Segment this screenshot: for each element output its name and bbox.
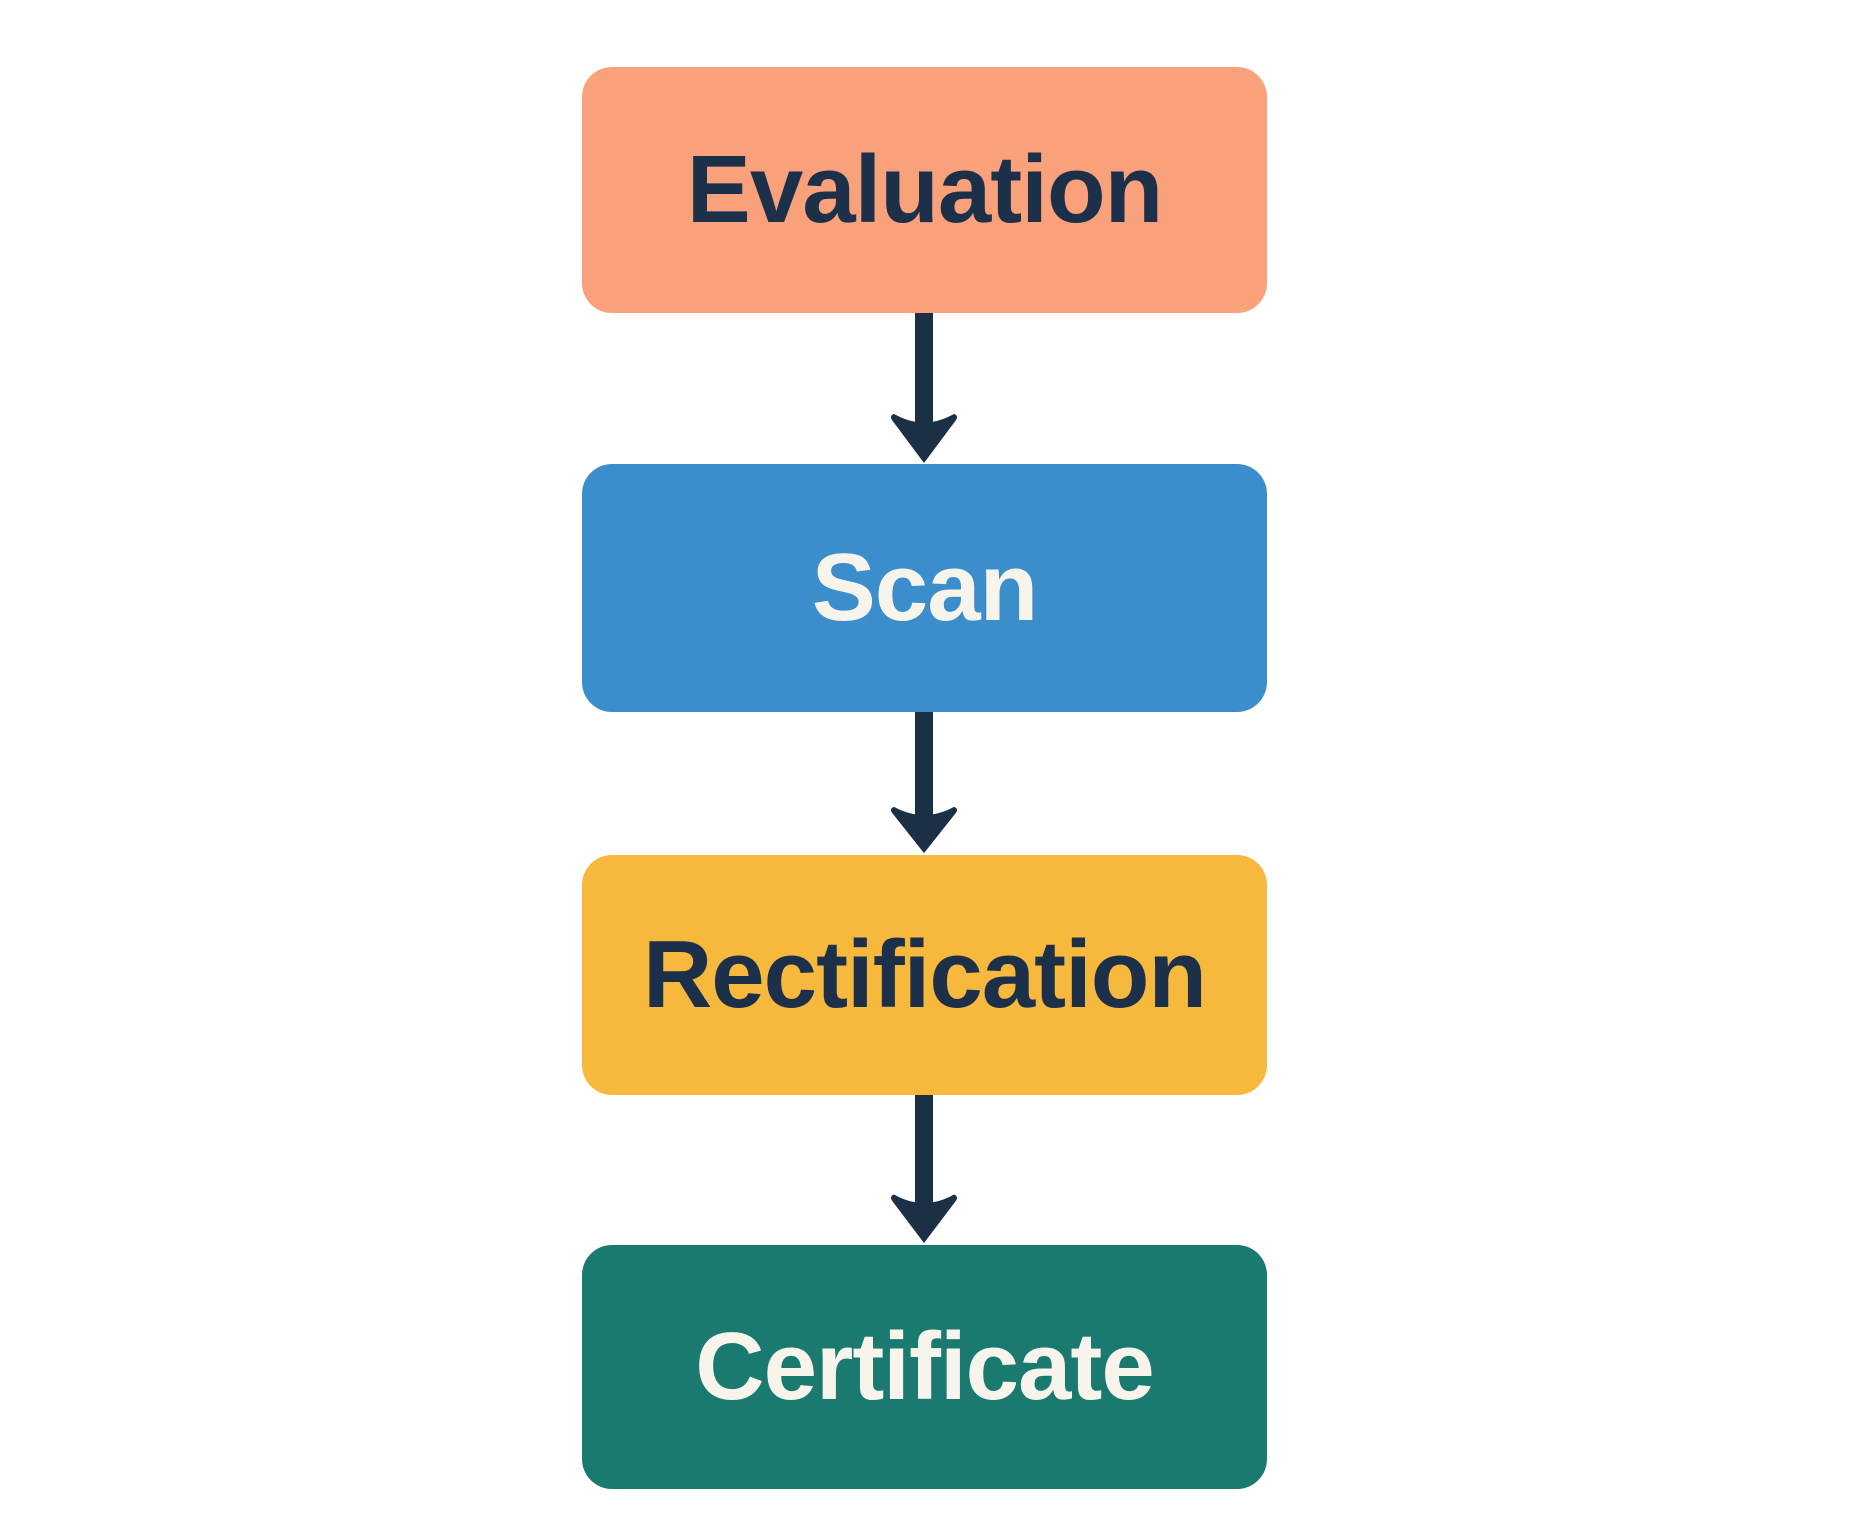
arrow-down-icon [890, 313, 958, 463]
arrow-down-icon [890, 712, 958, 854]
flow-node-certificate: Certificate [582, 1245, 1267, 1489]
flow-node-certificate-label: Certificate [695, 1313, 1154, 1420]
flow-node-rectification-label: Rectification [642, 921, 1207, 1028]
flow-node-evaluation: Evaluation [582, 67, 1267, 313]
flow-node-scan: Scan [582, 464, 1267, 712]
arrow-down-icon [890, 1095, 958, 1243]
flow-node-evaluation-label: Evaluation [686, 136, 1163, 243]
flow-node-rectification: Rectification [582, 855, 1267, 1095]
flow-node-scan-label: Scan [811, 534, 1038, 641]
